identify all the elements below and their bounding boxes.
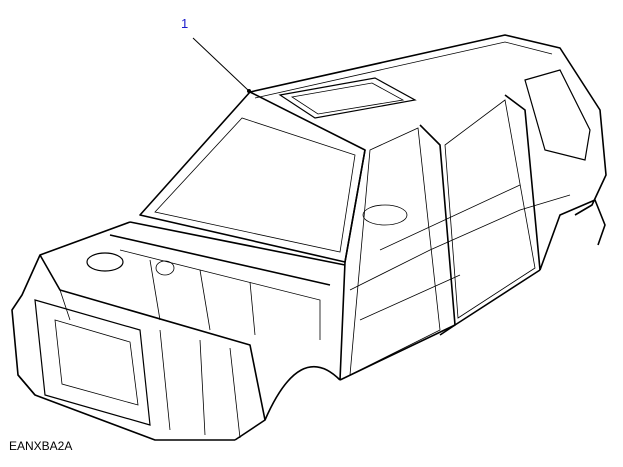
wheel-arch-front (264, 365, 341, 421)
spare-wheel-well (362, 204, 408, 226)
radiator-opening (54, 319, 139, 406)
sunroof-inner (290, 82, 405, 115)
c-pillar (504, 94, 541, 271)
rear-door-opening (444, 99, 536, 319)
roof-outline (249, 34, 607, 216)
callout-leader-dot (247, 89, 251, 93)
rear-quarter (539, 199, 606, 271)
floor-pan (349, 184, 571, 321)
callout-leader-line (192, 37, 250, 92)
dash-panel (119, 249, 321, 340)
body-shell (11, 34, 607, 441)
b-pillar (419, 124, 456, 336)
windshield-frame (139, 91, 366, 263)
rear-quarter-window (524, 69, 591, 161)
front-door-opening (349, 127, 441, 376)
roof-inner-line (254, 41, 553, 99)
strut-tower (86, 252, 124, 272)
windshield-inner (154, 117, 356, 253)
front-rail (39, 254, 266, 441)
a-pillar (339, 149, 366, 381)
sunroof-opening (278, 77, 417, 119)
radiator-support (34, 299, 151, 426)
apron-detail (59, 289, 241, 439)
callout-label: 1 (181, 16, 189, 31)
illustration-code: EANXBA2A (9, 439, 73, 453)
cowl (109, 221, 346, 286)
brake-booster-hole (155, 260, 175, 276)
side-sill (339, 269, 541, 381)
front-crossmember (17, 374, 235, 441)
